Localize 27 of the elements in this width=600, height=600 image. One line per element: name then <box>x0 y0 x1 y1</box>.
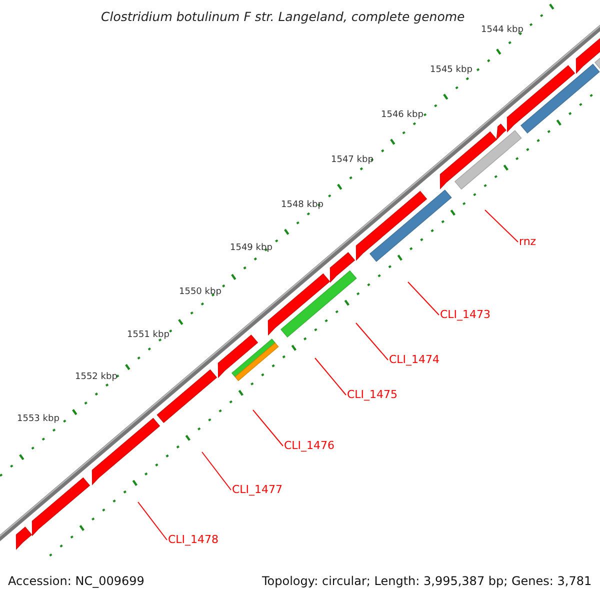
leader-line <box>408 282 440 316</box>
gene-label: CLI_1475 <box>347 389 398 402</box>
ruler-label: 1545 kbp <box>430 66 472 76</box>
leader-line <box>314 358 346 396</box>
gene-label: CLI_1477 <box>232 484 283 496</box>
gene-label: CLI_1478 <box>168 534 219 546</box>
ruler-label: 1553 kbp <box>17 415 60 425</box>
ruler-label: 1549 kbp <box>230 244 272 254</box>
title: Clostridium botulinum F str. Langeland, complete genome <box>101 10 465 24</box>
gene-label: rnz <box>519 236 536 248</box>
ruler-label: 1551 kbp <box>127 331 170 341</box>
leader-line <box>484 210 518 242</box>
ruler-label: 1546 kbp <box>381 111 424 121</box>
leader-line <box>356 322 388 360</box>
footer-text: Topology: circular; Length: 3,995,387 bp; Genes: 3,781 <box>262 575 592 588</box>
ruler-label: 1548 kbp <box>281 201 324 211</box>
leader-line <box>252 410 284 446</box>
ruler-label: 1550 kbp <box>179 288 222 298</box>
leader-line <box>138 502 168 540</box>
footer-text: Accession: NC_009699 <box>8 575 144 588</box>
gene-label: CLI_1476 <box>284 440 335 452</box>
ruler-label: 1544 kbp <box>481 26 524 36</box>
ruler-label: 1547 kbp <box>331 156 374 166</box>
leader-line <box>202 452 232 490</box>
ruler-label: 1552 kbp <box>75 373 118 383</box>
gene-label: CLI_1474 <box>389 354 440 366</box>
gene-label: CLI_1473 <box>440 309 491 322</box>
